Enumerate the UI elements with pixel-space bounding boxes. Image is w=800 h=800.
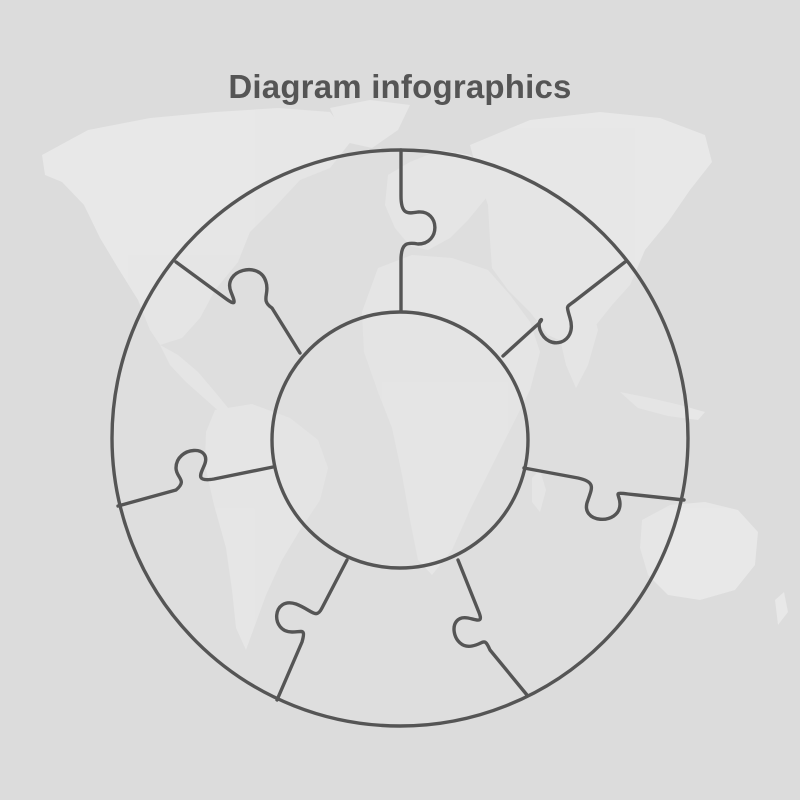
seam-upper-right bbox=[501, 260, 627, 358]
continent-india bbox=[558, 300, 598, 388]
continent-australia bbox=[640, 502, 758, 600]
continent-asia bbox=[470, 112, 712, 345]
diagram-title: Diagram infographics bbox=[228, 68, 572, 105]
continent-indonesia bbox=[620, 392, 705, 420]
seam-bottom-left bbox=[275, 558, 349, 702]
continent-madagascar bbox=[532, 470, 546, 512]
continent-greenland bbox=[330, 100, 410, 148]
continent-europe bbox=[385, 150, 490, 250]
seam-upper-left bbox=[174, 260, 302, 355]
center-piece bbox=[270, 310, 530, 570]
continent-south-america bbox=[205, 404, 328, 650]
seam-right bbox=[522, 466, 686, 521]
puzzle bbox=[110, 148, 690, 728]
continent-new-zealand bbox=[775, 592, 788, 625]
continent-north-america bbox=[42, 108, 352, 345]
seam-top bbox=[399, 148, 437, 313]
seam-left bbox=[116, 448, 275, 508]
world-map-background bbox=[42, 100, 788, 650]
continent-central-america bbox=[160, 345, 228, 414]
seam-bottom-right bbox=[452, 558, 529, 697]
continent-africa bbox=[362, 255, 540, 575]
